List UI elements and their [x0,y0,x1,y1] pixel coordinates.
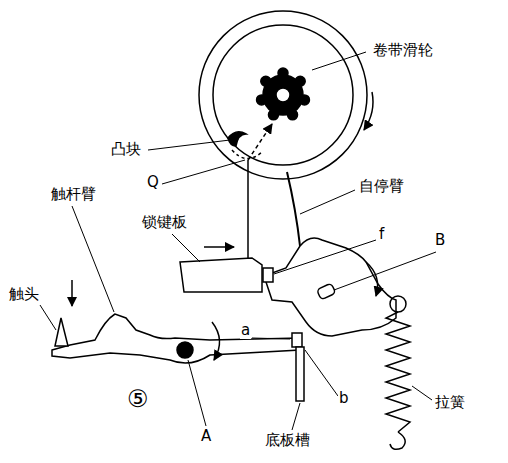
spring-hook [390,432,405,449]
part-label: 锁键板 [141,214,188,231]
lock-plate [180,258,262,292]
press-arrow [71,280,73,306]
self-stop-lever [287,172,300,246]
cam [228,132,246,146]
motion-arrow [204,246,234,248]
rotation-arrow [366,262,378,296]
lock-rod [247,160,249,258]
slot-b-pin [292,333,302,347]
self-stop-arm [264,238,396,336]
slot-b [317,283,336,300]
part-label: f [378,226,385,243]
part-label: b [338,390,350,407]
part-label: 卷带滑轮 [372,42,434,59]
part-label: 触杆臂 [50,186,97,203]
pivot-a [177,342,193,358]
pulley-hub [257,68,310,120]
cam-path [232,150,262,159]
leader-lines [40,52,436,430]
part-label: 底板槽 [264,432,311,449]
slot-f [263,268,273,282]
tension-spring [386,312,410,432]
part-label: a [240,322,251,339]
rotation-arrow [212,322,220,360]
cam-path [248,124,272,160]
rotation-arrow [364,92,373,130]
pulley-inner [213,25,353,165]
part-label: 凸块 [110,141,142,158]
part-label: 触头 [8,286,40,303]
touch-rod-arm [52,314,300,363]
part-label: 拉簧 [434,394,466,411]
part-label: B [434,232,446,249]
pulley-outer [199,11,367,179]
spring-hook [390,296,406,312]
part-label: 自停臂 [358,178,405,195]
figure-number: ⑤ [126,386,150,414]
part-label: A [200,428,212,445]
part-label: Q [146,174,160,191]
pulley-center [276,88,290,102]
touch-head [55,318,68,346]
base-slot [296,347,304,401]
